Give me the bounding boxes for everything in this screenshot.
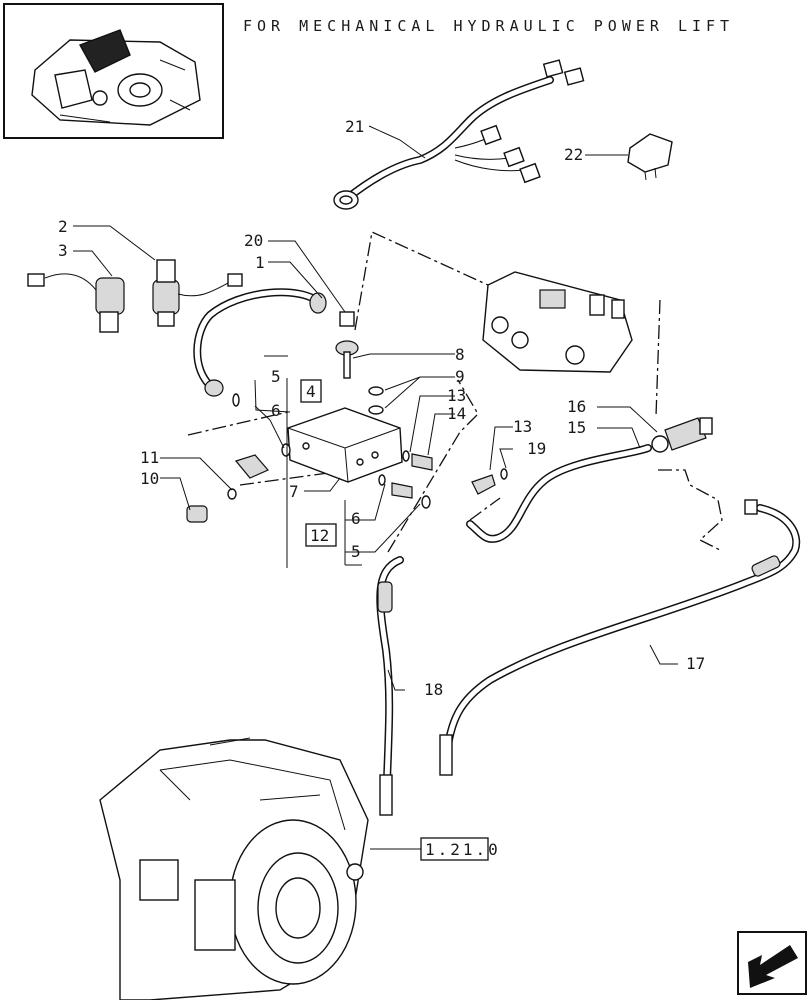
pipe-15 bbox=[466, 444, 652, 543]
callout-11: 11 bbox=[140, 448, 159, 467]
callout-19: 19 bbox=[527, 439, 546, 458]
callout-18: 18 bbox=[424, 680, 443, 699]
callout-12-boxed: 12 bbox=[310, 526, 329, 545]
callout-22: 22 bbox=[564, 145, 583, 164]
callout-13-lower: 13 bbox=[513, 417, 532, 436]
reference-box: 1.21.0 bbox=[425, 840, 501, 859]
assembly-leader-lines bbox=[187, 231, 723, 553]
callout-2: 2 bbox=[58, 217, 68, 236]
callout-6-upper: 6 bbox=[271, 401, 281, 420]
diagram-title: FOR MECHANICAL HYDRAULIC POWER LIFT bbox=[243, 17, 734, 35]
callout-4-boxed: 4 bbox=[306, 382, 316, 401]
callout-21: 21 bbox=[345, 117, 364, 136]
fittings bbox=[186, 393, 508, 523]
callout-10: 10 bbox=[140, 469, 159, 488]
callout-5-upper: 5 bbox=[271, 367, 281, 386]
callout-17: 17 bbox=[686, 654, 705, 673]
callout-1: 1 bbox=[255, 253, 265, 272]
callout-13-upper: 13 bbox=[447, 386, 466, 405]
relay-part bbox=[627, 133, 673, 181]
callout-8: 8 bbox=[455, 345, 465, 364]
bolt-and-washers bbox=[335, 340, 384, 415]
callout-leaders bbox=[73, 125, 678, 850]
callout-14: 14 bbox=[447, 404, 466, 423]
thumbnail-inset bbox=[3, 3, 224, 139]
hose-18 bbox=[376, 556, 404, 816]
hose-17 bbox=[439, 499, 801, 776]
callout-15: 15 bbox=[567, 418, 586, 437]
arrow-back-icon[interactable] bbox=[737, 931, 807, 995]
callout-16: 16 bbox=[567, 397, 586, 416]
callout-7: 7 bbox=[289, 482, 299, 501]
pipe-1 bbox=[193, 288, 355, 397]
wiring-harness bbox=[333, 59, 585, 210]
quick-coupler bbox=[651, 417, 713, 453]
callout-6-lower: 6 bbox=[351, 509, 361, 528]
hydraulic-block bbox=[287, 407, 403, 483]
transmission-housing bbox=[99, 737, 369, 1001]
callout-5-lower: 5 bbox=[351, 542, 361, 561]
callout-20: 20 bbox=[244, 231, 263, 250]
callout-9: 9 bbox=[455, 367, 465, 386]
control-valve-assembly bbox=[482, 271, 633, 373]
solenoid-valves bbox=[27, 259, 243, 333]
callout-3: 3 bbox=[58, 241, 68, 260]
